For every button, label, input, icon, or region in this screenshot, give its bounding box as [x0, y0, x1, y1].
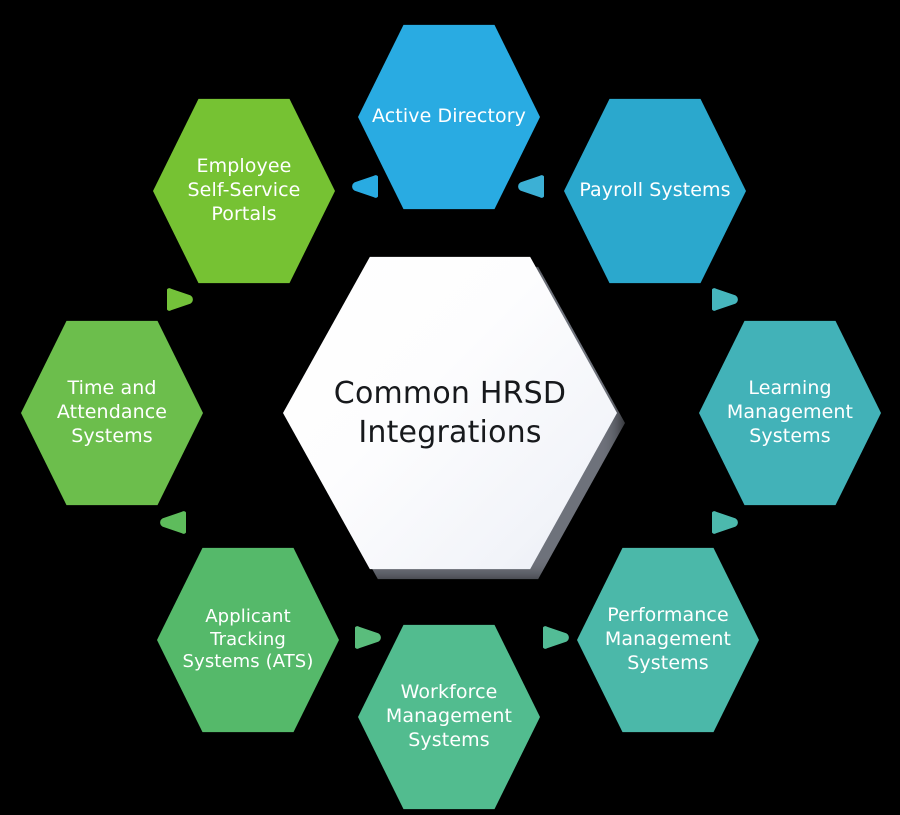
hex-node-time-and-attendance-systems[interactable]: Time and Attendance Systems	[21, 320, 203, 506]
connector-workforce-to-applicant	[355, 623, 382, 652]
hex-node-active-directory[interactable]: Active Directory	[358, 24, 540, 210]
connector-payroll-to-learning	[712, 285, 739, 314]
hex-label-employee-self-service-portals: Employee Self-Service Portals	[187, 155, 301, 225]
hex-node-workforce-management-systems[interactable]: Workforce Management Systems	[358, 624, 540, 810]
hex-label-applicant-tracking-systems: Applicant Tracking Systems (ATS)	[182, 605, 314, 673]
hex-label-active-directory: Active Directory	[372, 105, 526, 128]
hex-node-learning-management-systems[interactable]: Learning Management Systems	[699, 320, 881, 506]
hex-label-performance-management-systems: Performance Management Systems	[604, 604, 732, 674]
hex-node-center[interactable]: Common HRSD Integrations	[283, 252, 625, 580]
connector-time-to-employee	[167, 285, 194, 314]
hex-label-learning-management-systems: Learning Management Systems	[726, 377, 854, 447]
hex-label-payroll-systems: Payroll Systems	[579, 179, 731, 202]
hex-label-workforce-management-systems: Workforce Management Systems	[385, 681, 513, 751]
connector-active-directory-right	[517, 172, 544, 201]
hex-label-time-and-attendance-systems: Time and Attendance Systems	[56, 377, 168, 447]
connector-performance-to-workforce	[543, 623, 570, 652]
connector-learning-to-performance	[712, 508, 739, 537]
center-hexagon-label: Common HRSD Integrations	[333, 376, 567, 450]
connector-applicant-to-time	[159, 508, 186, 537]
connector-active-directory-left	[351, 172, 378, 201]
